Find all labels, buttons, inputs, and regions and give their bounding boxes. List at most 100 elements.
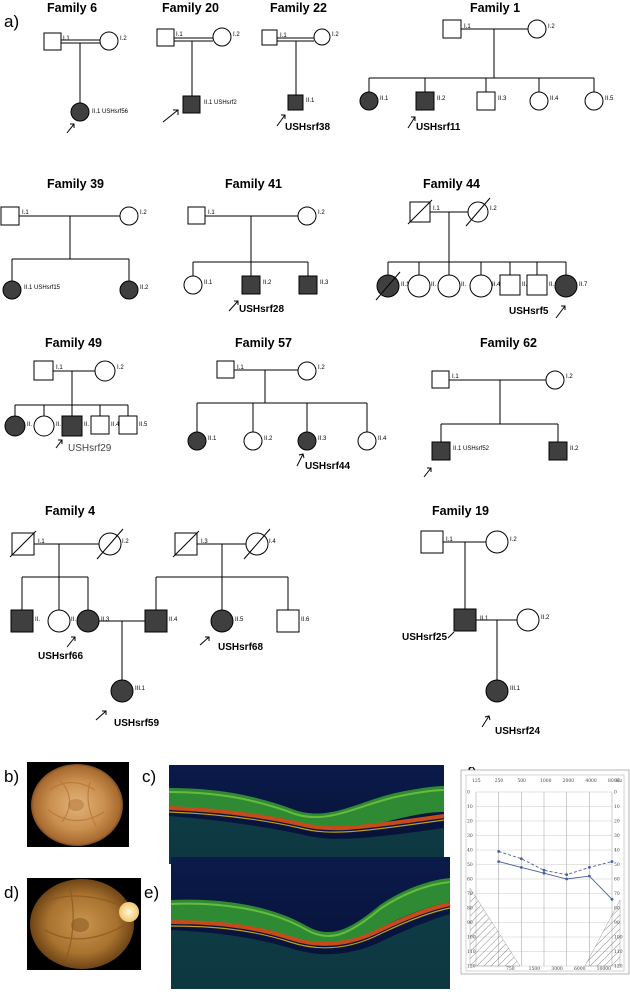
family-19-I1-male bbox=[420, 530, 444, 554]
family-22-I2-female bbox=[313, 28, 331, 46]
family-1-I1-label: I.1 bbox=[464, 24, 471, 30]
db-tick-label-left: 50 bbox=[467, 862, 473, 868]
family-41-I1-male bbox=[187, 206, 206, 225]
db-tick-label-right: 120 bbox=[614, 964, 623, 970]
pedigree-family-49: Family 49 I.1 I.2 II. II. II. II.4 II.5 … bbox=[4, 336, 148, 454]
proband-arrow-icon bbox=[555, 305, 566, 319]
family-44-I2-label: I.2 bbox=[490, 206, 497, 212]
db-tick-label-right: 20 bbox=[614, 819, 620, 825]
family-44-II2-label: II. bbox=[431, 282, 436, 288]
family-1-II3-male bbox=[476, 91, 496, 111]
frequency-tick-label: 8000 bbox=[608, 778, 620, 784]
panel-label-b: b) bbox=[4, 767, 19, 786]
family-19-II1-label: II.1 bbox=[480, 616, 489, 622]
family-62-II2-label: II.2 bbox=[570, 446, 579, 452]
family-4-II2-label: II. bbox=[71, 617, 76, 623]
family-22-I2-label: I.2 bbox=[332, 32, 339, 38]
db-tick-label-left: 20 bbox=[467, 819, 473, 825]
family-4-proband-id-c: USHsrf59 bbox=[114, 718, 159, 729]
family-57-title: Family 57 bbox=[235, 336, 292, 350]
family-4-II4-affected-male bbox=[144, 609, 168, 633]
family-57-II1-affected-female bbox=[187, 431, 207, 451]
family-39-II2-label: II.2 bbox=[140, 285, 149, 291]
family-6-title: Family 6 bbox=[47, 1, 97, 15]
family-19-proband-id-a: USHsrf25 bbox=[402, 632, 447, 643]
family-6-proband-id: USHsrf56 bbox=[102, 109, 129, 115]
family-1-II5-label: II.5 bbox=[605, 96, 614, 102]
family-39-I2-label: I.2 bbox=[140, 210, 147, 216]
bottom-tick-label: 1500 bbox=[529, 966, 541, 972]
family-6-I1-male bbox=[43, 32, 62, 51]
family-57-II3-affected-female bbox=[297, 431, 317, 451]
family-1-I2-female bbox=[527, 19, 547, 39]
bottom-tick-label: 3000 bbox=[551, 966, 563, 972]
family-4-II5-label: II.5 bbox=[235, 617, 244, 623]
family-49-I2-label: I.2 bbox=[117, 365, 124, 371]
family-19-II2-label: II.2 bbox=[541, 615, 550, 621]
family-19-title: Family 19 bbox=[432, 504, 489, 518]
family-39-I2-female bbox=[119, 206, 139, 226]
audiogram-series bbox=[497, 850, 614, 901]
proband-arrow-icon bbox=[296, 453, 305, 467]
family-44-II1-label: II.1 bbox=[401, 282, 410, 288]
family-20-I1-label: I.1 bbox=[176, 32, 183, 38]
family-49-II3-label: II. bbox=[84, 422, 89, 428]
family-1-II4-female bbox=[529, 91, 549, 111]
family-49-title: Family 49 bbox=[45, 336, 102, 350]
pedigree-family-4: Family 4 I.1 I.2 I.3 I.4 II. II. II.3 II… bbox=[9, 504, 310, 729]
db-tick-label-left: 30 bbox=[467, 833, 473, 839]
pedigree-family-19: Family 19 I.1 I.2 II.1 II.2 III.1 USHsrf… bbox=[402, 504, 550, 737]
family-19-III1-label: III.1 bbox=[510, 686, 521, 692]
family-4-II3-affected-female bbox=[76, 609, 100, 633]
family-62-I2-female bbox=[545, 370, 565, 390]
audiogram-point bbox=[610, 897, 614, 901]
family-41-II1-label: II.1 bbox=[204, 280, 213, 286]
family-22-I1-label: I.1 bbox=[280, 33, 287, 39]
family-6-I2-label: I.2 bbox=[120, 36, 127, 42]
pedigree-family-1: Family 1 I.1 I.2 II.1 II.2 USHsrf11 II.3… bbox=[359, 1, 614, 133]
family-20-title: Family 20 bbox=[162, 1, 219, 15]
pedigree-family-41: Family 41 I.1 I.2 II.1 II.2 II.3 USHsrf2… bbox=[183, 177, 329, 315]
db-tick-label-left: 0 bbox=[467, 790, 470, 796]
family-62-II2-affected-male bbox=[548, 441, 568, 461]
family-4-proband-id-b: USHsrf68 bbox=[218, 642, 263, 653]
family-44-II5-male bbox=[499, 274, 521, 296]
family-22-II1-label: II.1 bbox=[306, 98, 315, 104]
family-20-II1-affected-male bbox=[182, 95, 201, 114]
family-22-I1-male bbox=[261, 29, 278, 46]
family-49-II5-male bbox=[118, 415, 138, 435]
family-49-II2-label: II. bbox=[56, 422, 61, 428]
family-41-proband-id: USHsrf28 bbox=[239, 304, 284, 315]
audiogram-hatched-region-right bbox=[584, 899, 621, 967]
panel-label-c: c) bbox=[142, 767, 156, 786]
family-49-II3-affected-male bbox=[61, 415, 83, 437]
family-49-I1-label: I.1 bbox=[56, 365, 63, 371]
panel-label-d: d) bbox=[4, 883, 19, 902]
audiogram-series-line bbox=[498, 861, 613, 900]
family-62-I1-male bbox=[431, 370, 450, 389]
proband-arrow-icon bbox=[447, 631, 455, 639]
family-4-II6-male bbox=[276, 609, 300, 633]
fundus-photo-d bbox=[27, 878, 141, 970]
family-1-II2-affected-male bbox=[415, 91, 435, 111]
family-62-II1-label: II.1 bbox=[453, 446, 462, 452]
family-41-II2-label: II.2 bbox=[263, 280, 272, 286]
family-1-II3-label: II.3 bbox=[498, 96, 507, 102]
family-4-II1-label: II. bbox=[35, 617, 40, 623]
family-49-proband-id: USHsrf29 bbox=[68, 443, 112, 454]
family-49-II5-label: II.5 bbox=[139, 422, 148, 428]
db-tick-label-left: 120 bbox=[467, 964, 476, 970]
bottom-tick-label: 6000 bbox=[574, 966, 586, 972]
audiogram-point bbox=[587, 866, 591, 869]
family-41-I2-female bbox=[297, 206, 317, 226]
family-39-title: Family 39 bbox=[47, 177, 104, 191]
family-41-I2-label: I.2 bbox=[318, 210, 325, 216]
family-22-title: Family 22 bbox=[270, 1, 327, 15]
audiogram-hatched-region-left bbox=[469, 887, 521, 967]
db-tick-label-right: 70 bbox=[614, 891, 620, 897]
db-tick-label-left: 40 bbox=[467, 848, 473, 854]
db-tick-label-right: 60 bbox=[614, 877, 620, 883]
family-1-II2-label: II.2 bbox=[437, 96, 446, 102]
proband-arrow-icon bbox=[228, 300, 239, 312]
family-20-proband-id: USHsrf2 bbox=[214, 100, 237, 106]
